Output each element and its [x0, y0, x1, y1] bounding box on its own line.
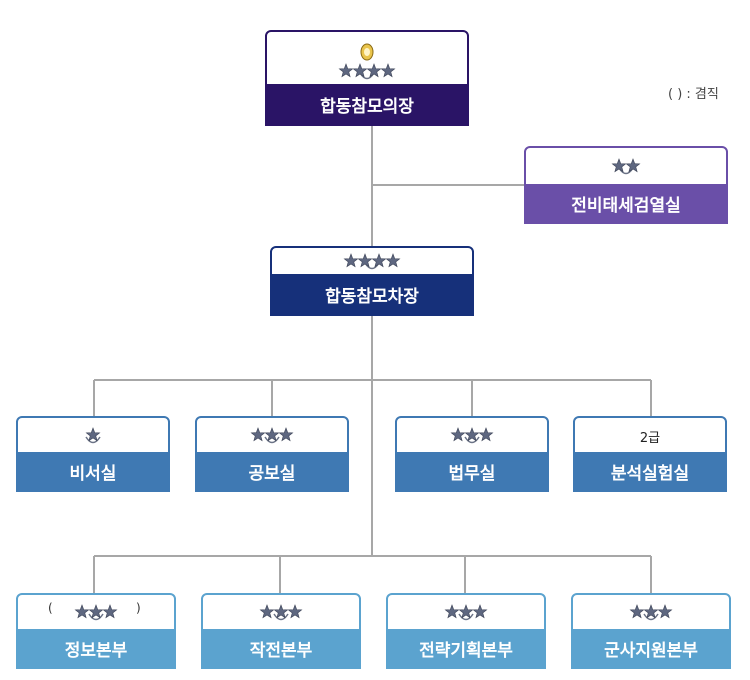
star-mark: [629, 604, 645, 619]
wreath-mark: [85, 436, 101, 444]
star-mark: [444, 604, 460, 619]
node-chair-label: 합동참모의장: [267, 84, 467, 124]
wreath-mark: [643, 613, 659, 621]
star-mark: [273, 604, 289, 619]
node-intelligence: ( ) 정보본부: [16, 593, 176, 669]
star-mark: [657, 604, 673, 619]
star-mark: [343, 253, 359, 268]
node-public-affairs-label: 공보실: [197, 452, 347, 490]
wreath-mark: [88, 613, 104, 621]
star-mark: [278, 427, 294, 442]
node-operations-label: 작전본부: [203, 629, 359, 667]
node-inspection-label: 전비태세검열실: [526, 184, 726, 222]
star-mark: [371, 253, 387, 268]
star-mark: [366, 62, 382, 77]
three-star-icon: [443, 603, 489, 623]
node-vice-label: 합동참모차장: [272, 274, 472, 314]
three-star-icon: [249, 426, 295, 446]
wreath-mark: [264, 436, 280, 444]
star-mark: [380, 62, 396, 77]
node-legal: 법무실: [395, 416, 549, 492]
three-star-icon: [628, 603, 674, 623]
star-mark: [458, 604, 474, 619]
legend-concurrent: ( ) : 겸직: [668, 87, 719, 102]
node-intelligence-label: 정보본부: [18, 629, 174, 667]
star-mark: [338, 62, 354, 77]
node-secretary: 비서실: [16, 416, 170, 492]
node-strategy: 전략기획본부: [386, 593, 546, 669]
node-inspection: 전비태세검열실: [524, 146, 728, 224]
three-star-icon: [73, 603, 119, 623]
wreath-mark: [458, 613, 474, 621]
node-secretary-label: 비서실: [18, 452, 168, 490]
node-support: 군사지원본부: [571, 593, 731, 669]
node-analysis: 2급 분석실험실: [573, 416, 727, 492]
three-star-icon: [258, 603, 304, 623]
star-mark: [85, 427, 101, 442]
star-mark: [464, 427, 480, 442]
star-mark: [625, 158, 641, 173]
star-mark: [385, 253, 401, 268]
concurrent-paren-close: ): [136, 601, 141, 615]
node-analysis-label: 분석실험실: [575, 452, 725, 490]
star-mark: [250, 427, 266, 442]
node-operations: 작전본부: [201, 593, 361, 669]
node-chair: 합동참모의장: [265, 30, 469, 126]
node-strategy-label: 전략기획본부: [388, 629, 544, 667]
star-mark: [357, 253, 373, 268]
star-mark: [259, 604, 275, 619]
one-star-icon: [84, 426, 102, 446]
star-mark: [352, 62, 368, 77]
star-mark: [643, 604, 659, 619]
star-mark: [478, 427, 494, 442]
star-mark: [472, 604, 488, 619]
star-mark: [88, 604, 104, 619]
rank-grade-text: 2급: [639, 430, 661, 446]
wreath-mark: [273, 613, 289, 621]
node-support-label: 군사지원본부: [573, 629, 729, 667]
four-star-icon: [337, 62, 397, 82]
four-star-icon: [342, 252, 402, 272]
star-mark: [450, 427, 466, 442]
node-legal-label: 법무실: [397, 452, 547, 490]
star-mark: [102, 604, 118, 619]
node-vice: 합동참모차장: [270, 246, 474, 316]
three-star-icon: [449, 426, 495, 446]
star-mark: [287, 604, 303, 619]
emblem-icon: [360, 43, 374, 60]
wreath-mark: [464, 436, 480, 444]
star-mark: [264, 427, 280, 442]
two-star-icon: [610, 157, 642, 177]
star-mark: [611, 158, 627, 173]
concurrent-paren-open: (: [48, 601, 53, 615]
star-mark: [74, 604, 90, 619]
node-public-affairs: 공보실: [195, 416, 349, 492]
